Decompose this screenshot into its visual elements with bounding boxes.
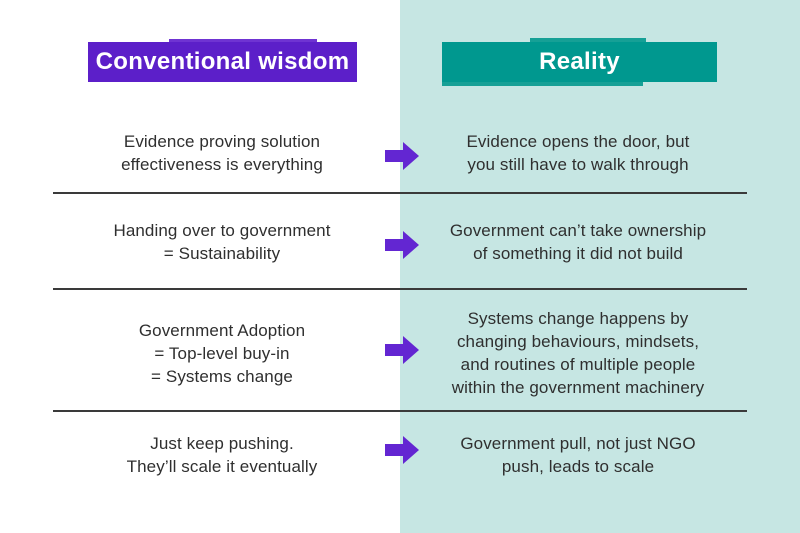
row-1-wisdom-text: Evidence proving solution effectiveness …	[121, 132, 323, 174]
arrow-right-icon	[385, 436, 419, 464]
reality-header-label: Reality	[539, 48, 620, 75]
column-header-conventional-wisdom: Conventional wisdom	[88, 39, 357, 82]
row-3-reality-text: Systems change happens by changing behav…	[451, 309, 705, 397]
conventional-wisdom-header-label: Conventional wisdom	[95, 48, 350, 75]
row-3-wisdom-text: Government Adoption = Top-level buy-in =…	[138, 321, 306, 386]
row-divider	[53, 288, 747, 290]
row-4-wisdom-text: Just keep pushing. They’ll scale it even…	[126, 434, 318, 476]
column-header-reality: Reality	[442, 38, 717, 86]
row-2-reality-text: Government can’t take ownership of somet…	[449, 221, 707, 263]
arrow-right-icon	[385, 142, 419, 170]
row-divider	[53, 410, 747, 412]
row-1-reality-text: Evidence opens the door, but you still h…	[466, 132, 690, 174]
row-divider	[53, 192, 747, 194]
arrow-right-icon	[385, 336, 419, 364]
arrow-right-icon	[385, 231, 419, 259]
reality-panel-background	[400, 0, 800, 533]
row-4-reality-text: Government pull, not just NGO push, lead…	[460, 434, 696, 476]
row-2-wisdom-text: Handing over to government = Sustainabil…	[113, 221, 331, 263]
